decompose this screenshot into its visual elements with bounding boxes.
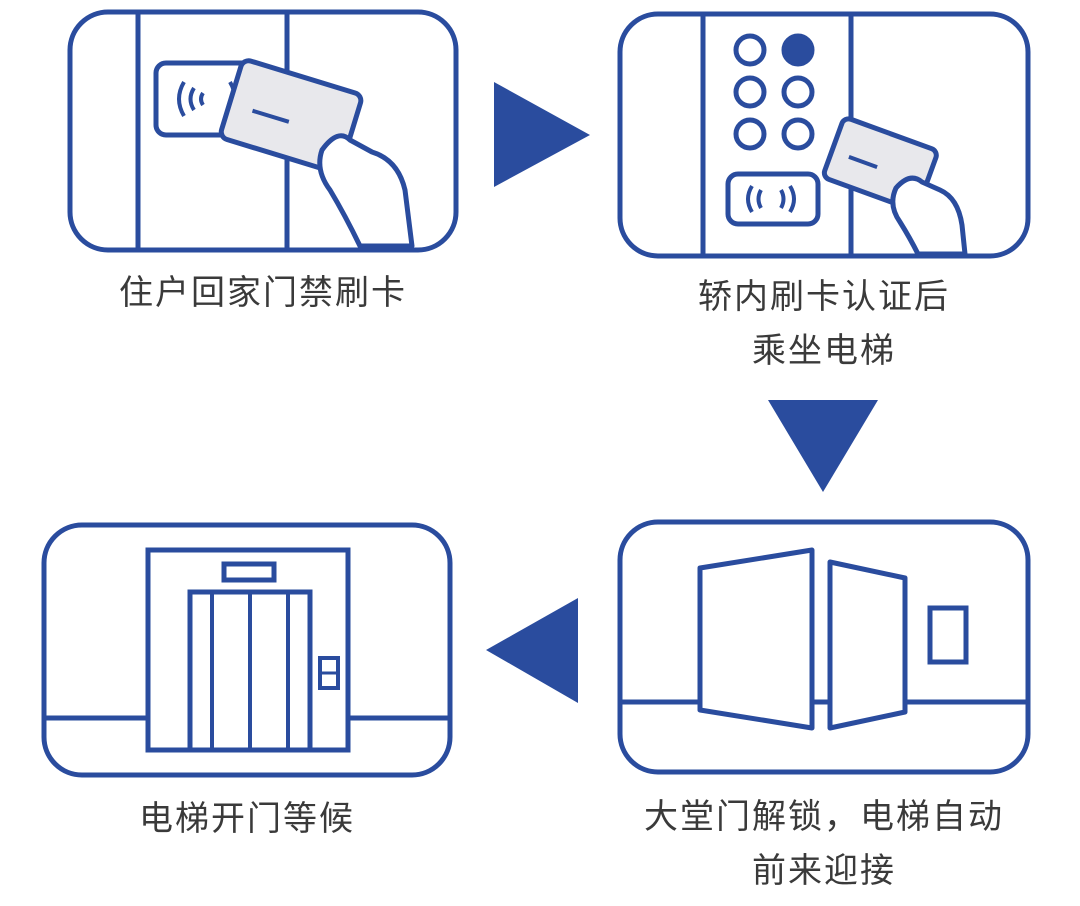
elevator-panel-card-icon: [725, 33, 968, 257]
step-2-panel: [617, 11, 1031, 259]
step-2-caption: 轿内刷卡认证后 乘坐电梯: [698, 277, 950, 371]
arrow-right-1: [494, 82, 590, 187]
step-1-panel: [67, 9, 459, 253]
door-card-reader-icon: [153, 58, 415, 249]
arrow-left: [486, 598, 578, 703]
elevator-doors-icon: [145, 547, 351, 753]
step-3-caption: 大堂门解锁，电梯自动 前来迎接: [644, 797, 1004, 891]
lobby-door-open-icon: [697, 547, 969, 731]
arrow-down: [768, 400, 878, 492]
step-4-panel: [41, 522, 453, 778]
step-3-panel: [617, 519, 1031, 775]
step-1-caption: 住户回家门禁刷卡: [119, 273, 407, 313]
step-4-caption: 电梯开门等候: [139, 799, 355, 839]
